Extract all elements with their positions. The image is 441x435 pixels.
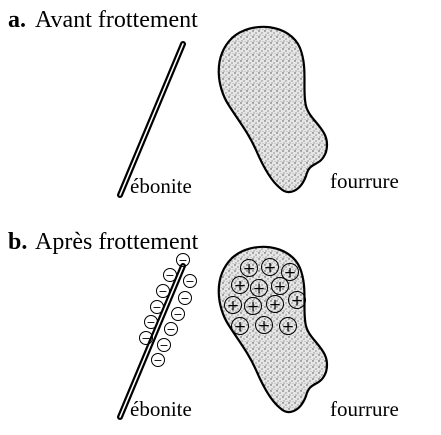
negative-charges: −−−−−−−−−−−− bbox=[139, 253, 197, 367]
positive-charge: + bbox=[288, 291, 306, 309]
fur-label-b: fourrure bbox=[330, 397, 399, 421]
negative-charge: − bbox=[151, 353, 165, 367]
svg-text:−: − bbox=[158, 285, 167, 298]
positive-charge: + bbox=[261, 258, 279, 276]
positive-charge: + bbox=[231, 317, 249, 335]
negative-charge: − bbox=[150, 300, 164, 314]
negative-charge: − bbox=[156, 284, 170, 298]
svg-text:+: + bbox=[291, 291, 304, 309]
svg-text:−: − bbox=[165, 269, 174, 282]
svg-text:−: − bbox=[141, 332, 150, 345]
svg-text:+: + bbox=[234, 276, 247, 294]
fur-a bbox=[217, 25, 329, 194]
positive-charge: + bbox=[279, 317, 297, 335]
svg-text:+: + bbox=[243, 259, 256, 277]
panel-a-letter: a. bbox=[8, 7, 26, 33]
svg-text:−: − bbox=[146, 316, 155, 329]
svg-text:+: + bbox=[269, 295, 282, 313]
positive-charge: + bbox=[266, 295, 284, 313]
svg-text:−: − bbox=[185, 275, 194, 288]
svg-text:+: + bbox=[253, 279, 266, 297]
svg-text:+: + bbox=[258, 316, 271, 334]
ebonite-label-a: ébonite bbox=[130, 174, 192, 198]
svg-text:+: + bbox=[247, 297, 260, 315]
svg-text:−: − bbox=[159, 339, 168, 352]
ebonite-rod-a bbox=[117, 41, 186, 198]
negative-charge: − bbox=[157, 338, 171, 352]
negative-charge: − bbox=[183, 274, 197, 288]
svg-text:−: − bbox=[173, 308, 182, 321]
panel-b-letter: b. bbox=[8, 229, 27, 255]
svg-text:−: − bbox=[180, 292, 189, 305]
positive-charge: + bbox=[271, 277, 289, 295]
panel-b-title: Après frottement bbox=[35, 229, 199, 255]
positive-charge: + bbox=[240, 259, 258, 277]
svg-text:−: − bbox=[166, 323, 175, 336]
negative-charge: − bbox=[139, 331, 153, 345]
fur-label-a: fourrure bbox=[330, 169, 399, 193]
negative-charge: − bbox=[164, 322, 178, 336]
negative-charge: − bbox=[178, 291, 192, 305]
positive-charge: + bbox=[224, 296, 242, 314]
fur-b bbox=[217, 245, 329, 414]
svg-text:+: + bbox=[264, 258, 277, 276]
svg-text:+: + bbox=[274, 277, 287, 295]
positive-charge: + bbox=[250, 279, 268, 297]
svg-text:+: + bbox=[282, 317, 295, 335]
svg-text:+: + bbox=[227, 296, 240, 314]
svg-text:−: − bbox=[178, 254, 187, 267]
svg-text:+: + bbox=[284, 263, 297, 281]
svg-text:−: − bbox=[153, 354, 162, 367]
negative-charge: − bbox=[163, 268, 177, 282]
panel-b: b. Après frottement −−−−−−−−−−−− ébonite… bbox=[8, 229, 399, 421]
ebonite-label-b: ébonite bbox=[130, 397, 192, 421]
positive-charge: + bbox=[281, 263, 299, 281]
positive-charge: + bbox=[244, 297, 262, 315]
positive-charge: + bbox=[231, 276, 249, 294]
svg-text:+: + bbox=[234, 317, 247, 335]
negative-charge: − bbox=[171, 307, 185, 321]
panel-a: a. Avant frottement ébonite fourrure bbox=[8, 7, 399, 198]
negative-charge: − bbox=[144, 315, 158, 329]
positive-charge: + bbox=[255, 316, 273, 334]
panel-a-title: Avant frottement bbox=[35, 7, 198, 33]
positive-charges: +++++++++++++ bbox=[224, 258, 306, 335]
svg-text:−: − bbox=[152, 301, 161, 314]
negative-charge: − bbox=[176, 253, 190, 267]
